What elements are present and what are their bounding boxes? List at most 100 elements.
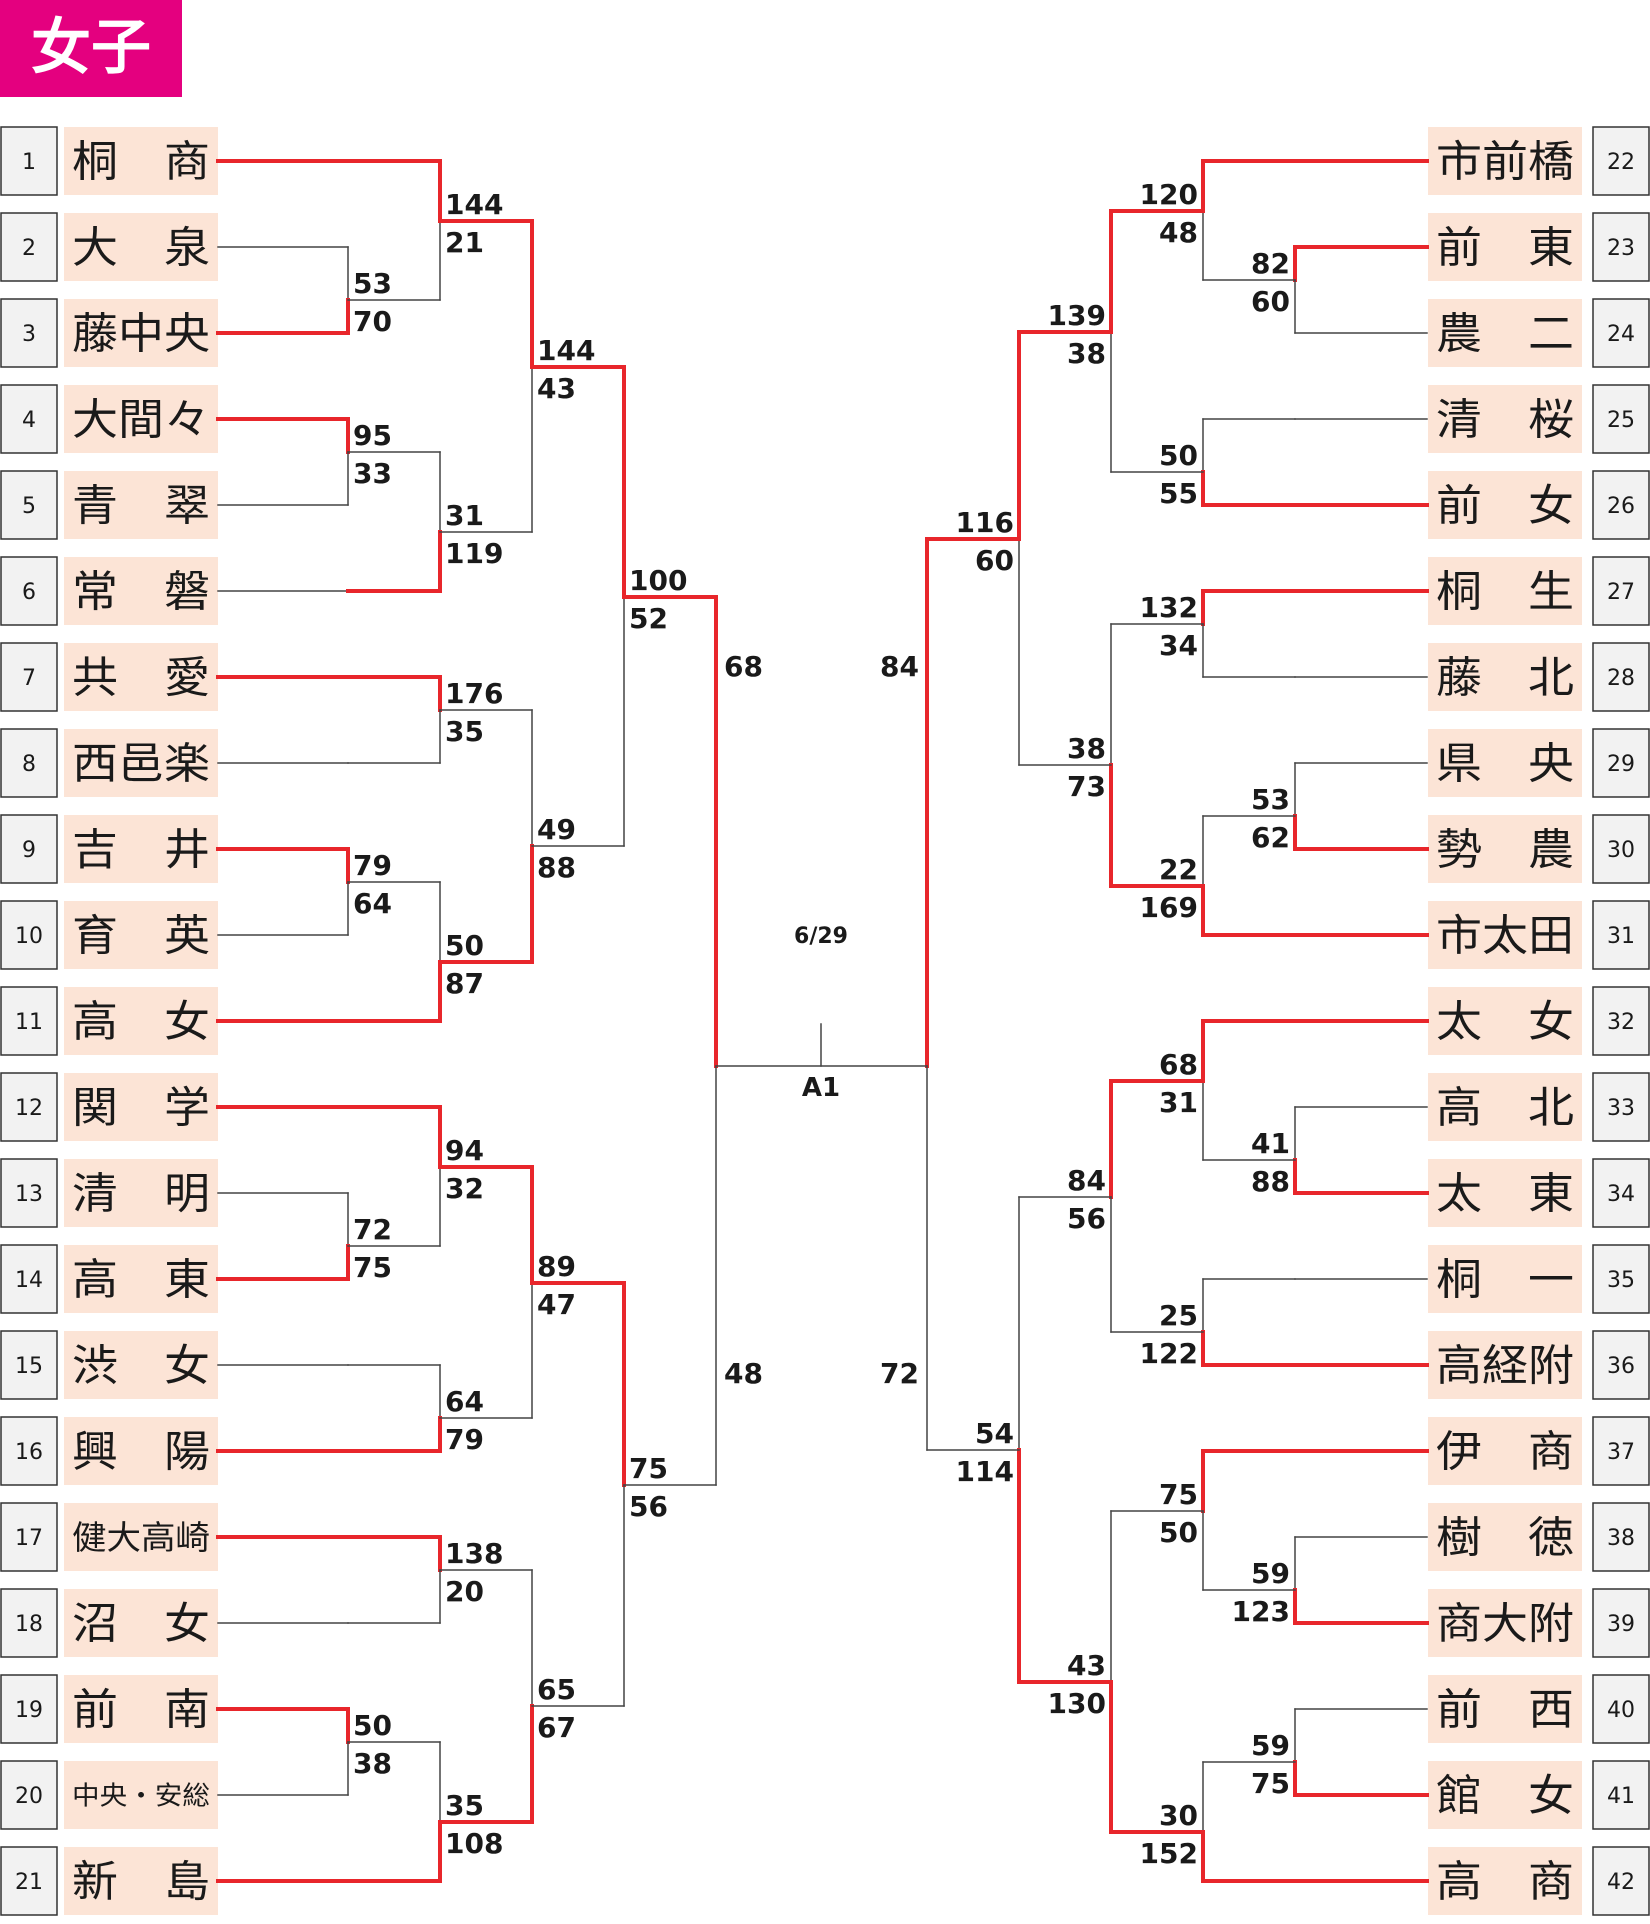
seed-number: 26	[1607, 494, 1635, 519]
seed-number: 30	[1607, 838, 1635, 863]
seed-number: 32	[1607, 1010, 1635, 1035]
score-label: 21	[445, 226, 484, 259]
final-score: 68	[724, 650, 763, 683]
score-label: 123	[1232, 1595, 1290, 1628]
score-label: 60	[1251, 285, 1290, 318]
bracket-lines	[216, 159, 1429, 1883]
team-name: 市前橋	[1436, 137, 1574, 187]
team-name: 高 商	[1436, 1857, 1574, 1907]
team-name: 桐 商	[72, 137, 210, 187]
seed-number: 3	[22, 322, 36, 347]
team-name: 県 央	[1436, 739, 1574, 789]
score-label: 32	[445, 1172, 484, 1205]
score-label: 50	[1159, 1516, 1198, 1549]
seed-box	[0, 1846, 58, 1916]
team-name: 太 東	[1436, 1169, 1574, 1219]
seed-number: 15	[15, 1354, 43, 1379]
team-name-box	[1428, 1847, 1582, 1915]
team-slot: 42高 商	[1428, 1846, 1650, 1916]
seed-number: 19	[15, 1698, 43, 1723]
score-label: 73	[1067, 770, 1106, 803]
team-name: 高 東	[72, 1255, 210, 1305]
seed-number: 31	[1607, 924, 1635, 949]
team-name: 伊 商	[1436, 1427, 1574, 1477]
seed-box	[0, 1760, 58, 1830]
score-label: 120	[1140, 178, 1198, 211]
team-name: 西邑楽	[72, 739, 210, 789]
score-label: 35	[445, 1789, 484, 1822]
score-label: 88	[1251, 1165, 1290, 1198]
seed-number: 21	[15, 1870, 43, 1895]
team-slot: 29県 央	[1428, 728, 1650, 798]
team-name-box	[64, 471, 218, 539]
team-name-box	[64, 1331, 218, 1399]
team-slot: 27桐 生	[1428, 556, 1650, 626]
team-name-box	[1428, 1761, 1582, 1829]
score-label: 43	[537, 372, 576, 405]
score-label: 75	[353, 1251, 392, 1284]
score-label: 119	[445, 537, 503, 570]
team-name: 常 磐	[72, 567, 210, 617]
score-label: 43	[1067, 1649, 1106, 1682]
seed-box	[1592, 900, 1650, 970]
score-label: 20	[445, 1575, 484, 1608]
team-slot: 41館 女	[1428, 1760, 1650, 1830]
seed-box	[0, 1674, 58, 1744]
seed-box	[1592, 728, 1650, 798]
seed-number: 37	[1607, 1440, 1635, 1465]
score-label: 95	[353, 419, 392, 452]
team-name-box	[64, 987, 218, 1055]
team-slot: 30勢 農	[1428, 814, 1650, 884]
score-label: 64	[353, 887, 392, 920]
team-name-box	[1428, 643, 1582, 711]
score-label: 38	[1067, 337, 1106, 370]
team-name-box	[64, 1847, 218, 1915]
score-label: 54	[975, 1417, 1014, 1450]
score-label: 88	[537, 851, 576, 884]
score-label: 30	[1159, 1799, 1198, 1832]
seed-number: 4	[22, 408, 36, 433]
seed-box	[0, 1244, 58, 1314]
score-label: 138	[445, 1537, 503, 1570]
team-name-box	[1428, 1675, 1582, 1743]
team-name: 桐 生	[1436, 567, 1574, 617]
page-title: 女子	[31, 13, 151, 83]
team-name: 前 女	[1436, 481, 1574, 531]
score-label: 56	[629, 1490, 668, 1523]
team-name-box	[1428, 1503, 1582, 1571]
seed-box	[1592, 384, 1650, 454]
seed-box	[1592, 126, 1650, 196]
team-name-box	[64, 127, 218, 195]
seed-box	[1592, 1760, 1650, 1830]
team-name-box	[1428, 1073, 1582, 1141]
score-label: 87	[445, 967, 484, 1000]
seed-box	[0, 1416, 58, 1486]
team-name-box	[64, 1761, 218, 1829]
seed-number: 38	[1607, 1526, 1635, 1551]
score-label: 50	[1159, 439, 1198, 472]
score-label: 59	[1251, 1557, 1290, 1590]
seed-box	[1592, 814, 1650, 884]
team-name: 樹 徳	[1436, 1513, 1574, 1563]
team-name-box	[1428, 815, 1582, 883]
score-label: 82	[1251, 247, 1290, 280]
score-label: 139	[1048, 299, 1106, 332]
score-label: 116	[956, 506, 1014, 539]
seed-box	[0, 384, 58, 454]
seed-box	[1592, 986, 1650, 1056]
seed-box	[0, 986, 58, 1056]
team-name-box	[64, 299, 218, 367]
team-name: 太 女	[1436, 997, 1574, 1047]
team-name: 高 北	[1436, 1083, 1574, 1133]
